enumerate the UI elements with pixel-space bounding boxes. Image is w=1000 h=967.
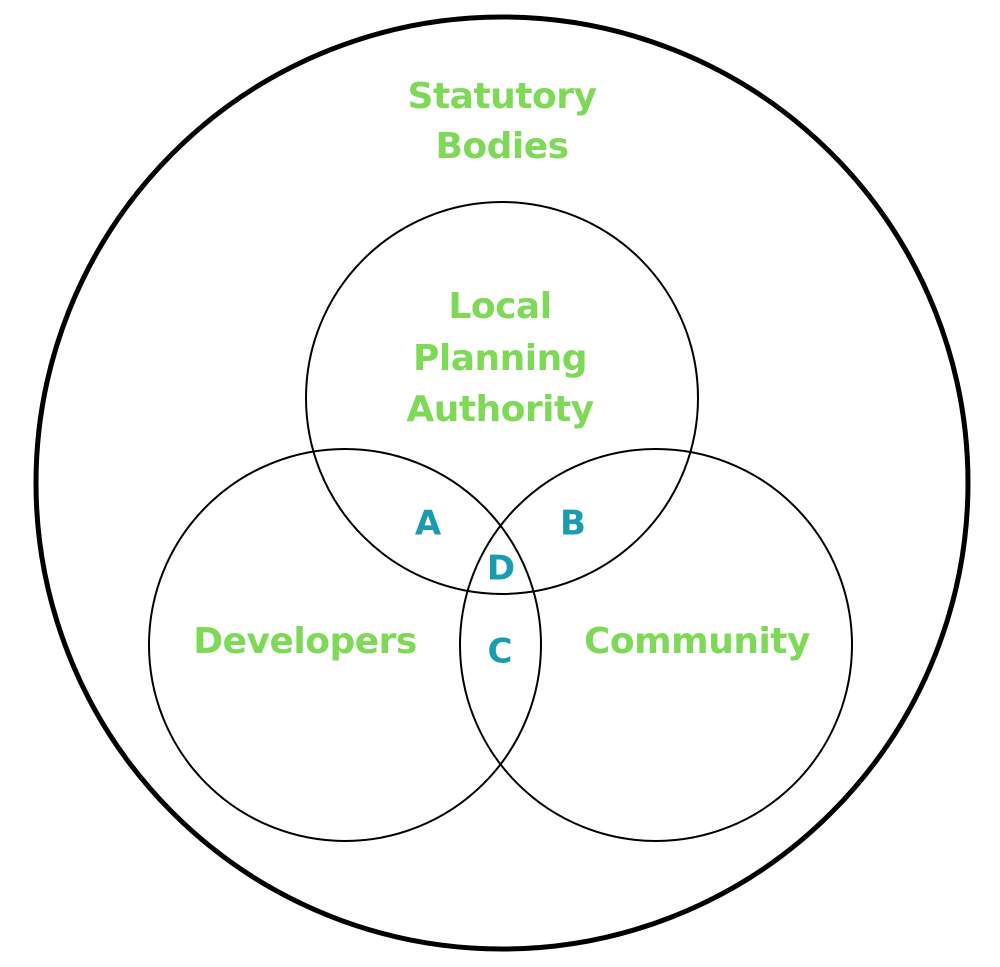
statutory-bodies-label-line2: Bodies <box>435 126 568 167</box>
region-c-label: C <box>488 632 513 672</box>
statutory-bodies-circle <box>33 14 971 952</box>
local-planning-authority-label-line1: Local <box>448 286 551 327</box>
statutory-bodies-label-line1: Statutory <box>408 76 597 117</box>
developers-label: Developers <box>193 621 417 662</box>
region-d-label: D <box>487 549 515 589</box>
local-planning-authority-label-line2: Planning <box>413 338 587 379</box>
community-label: Community <box>584 621 810 662</box>
local-planning-authority-label-line3: Authority <box>406 389 593 430</box>
community-circle <box>459 448 853 842</box>
developers-circle <box>148 448 542 842</box>
region-a-label: A <box>415 504 442 544</box>
region-b-label: B <box>560 504 586 544</box>
local-planning-authority-circle <box>305 201 699 595</box>
